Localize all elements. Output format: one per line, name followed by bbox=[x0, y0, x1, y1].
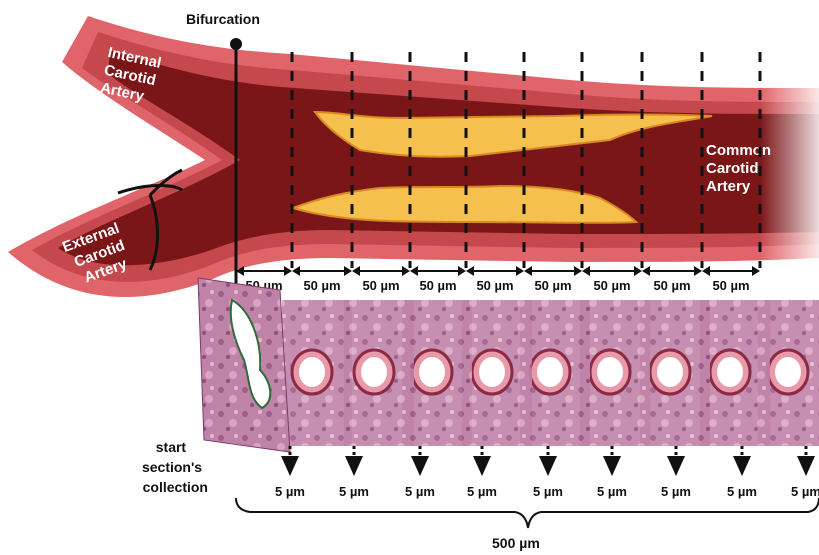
spacing-label: 50 µm bbox=[653, 278, 690, 293]
spacing-label: 50 µm bbox=[362, 278, 399, 293]
section-arrow bbox=[603, 446, 621, 476]
section-arrow bbox=[667, 446, 685, 476]
spacing-arrow bbox=[702, 266, 760, 276]
histology-section-first bbox=[198, 278, 290, 452]
section-thickness-label: 5 µm bbox=[661, 484, 691, 499]
histology-section bbox=[462, 300, 532, 446]
section-arrow bbox=[733, 446, 751, 476]
section-thickness-label: 5 µm bbox=[339, 484, 369, 499]
section-thickness-label: 5 µm bbox=[597, 484, 627, 499]
histology-section bbox=[700, 300, 770, 446]
spacing-label: 50 µm bbox=[534, 278, 571, 293]
total-length-brace bbox=[236, 498, 819, 528]
spacing-label: 50 µm bbox=[712, 278, 749, 293]
start-collection-label: start section's collection bbox=[142, 439, 208, 495]
section-arrow bbox=[411, 446, 429, 476]
histology-section bbox=[344, 300, 414, 446]
histology-section bbox=[282, 300, 352, 446]
spacing-arrow bbox=[466, 266, 524, 276]
section-thickness-label: 5 µm bbox=[467, 484, 497, 499]
spacing-label: 50 µm bbox=[593, 278, 630, 293]
histology-strip bbox=[198, 278, 819, 452]
section-arrow bbox=[345, 446, 363, 476]
spacing-arrow bbox=[642, 266, 702, 276]
histology-section bbox=[580, 300, 650, 446]
spacing-label: 50 µm bbox=[476, 278, 513, 293]
histology-section bbox=[640, 300, 710, 446]
spacing-arrow bbox=[410, 266, 466, 276]
spacing-measurements: 50 µm 50 µm 50 µm 50 µm 50 µm 50 µm 50 µm 50 µm… bbox=[236, 266, 760, 293]
spacing-arrow bbox=[236, 266, 292, 276]
section-thickness-label: 5 µm bbox=[791, 484, 819, 499]
spacing-arrow bbox=[292, 266, 352, 276]
section-thickness-label: 5 µm bbox=[533, 484, 563, 499]
section-thickness-label: 5 µm bbox=[275, 484, 305, 499]
section-arrow bbox=[539, 446, 557, 476]
total-length-label: 500 µm bbox=[492, 535, 540, 551]
spacing-label: 50 µm bbox=[303, 278, 340, 293]
section-thickness-label: 5 µm bbox=[727, 484, 757, 499]
section-thickness-label: 5 µm bbox=[405, 484, 435, 499]
spacing-label: 50 µm bbox=[419, 278, 456, 293]
spacing-arrow bbox=[352, 266, 410, 276]
bifurcation-label: Bifurcation bbox=[186, 11, 260, 27]
section-arrow bbox=[797, 446, 815, 476]
spacing-arrow bbox=[524, 266, 582, 276]
spacing-arrow bbox=[582, 266, 642, 276]
section-arrow bbox=[473, 446, 491, 476]
section-thickness-row: 5 µm 5 µm 5 µm 5 µm 5 µm 5 µm 5 µm 5 µm 5 µm bbox=[275, 446, 819, 499]
